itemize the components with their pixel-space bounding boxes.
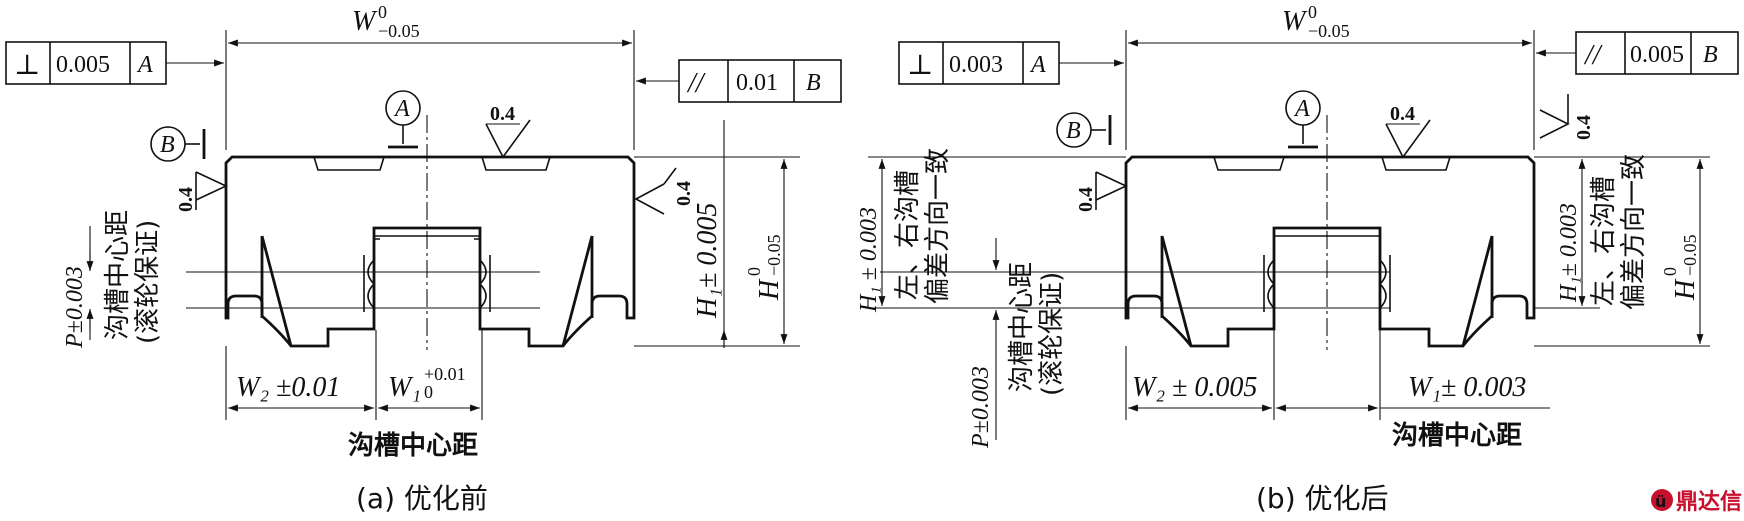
perp-datum-a: A xyxy=(136,52,153,78)
groove-b xyxy=(1267,259,1387,309)
datum-b-symbol-a: B xyxy=(150,126,206,162)
h1-left-ext-b xyxy=(868,156,1126,309)
h-ext-a xyxy=(634,156,800,347)
parallel-symbol-b: // xyxy=(1583,40,1603,71)
deviation-note-left-line1-b: 左、右沟槽 xyxy=(893,170,923,300)
part-outline-b xyxy=(1124,155,1536,348)
deviation-note-left-line2-b: 偏差方向一致 xyxy=(923,148,953,304)
groove-line-a xyxy=(186,271,540,309)
h1-left-label-b: H₁ ± 0.003 xyxy=(856,207,882,313)
roughness-left-a: 0.4 xyxy=(175,171,228,212)
h-upper-b: 0 xyxy=(1660,267,1680,276)
groove-wall-a xyxy=(363,255,491,312)
taper-a xyxy=(260,235,594,347)
w-bottom-ext-a xyxy=(225,330,483,420)
w-symbol-a: W xyxy=(352,6,378,37)
top-recess-b xyxy=(1213,156,1451,171)
datum-b-symbol-b: B xyxy=(1056,112,1112,148)
w-symbol-b: W xyxy=(1282,6,1308,37)
w-upper-b: 0 xyxy=(1308,2,1317,22)
w-ext-b xyxy=(1125,30,1535,150)
parallelism-frame-a: // 0.01 B xyxy=(636,59,842,103)
datum-a-label-a: A xyxy=(393,96,410,122)
h1-right-label-b: H₁± 0.003 xyxy=(1556,203,1582,303)
groove-a xyxy=(367,259,487,309)
roughness-top-a: 0.4 xyxy=(485,103,531,159)
svg-text:ü: ü xyxy=(1655,492,1666,511)
parallel-datum-a: B xyxy=(806,70,821,96)
datum-a-symbol-b: A xyxy=(1285,90,1321,149)
taper-b xyxy=(1160,235,1494,347)
perp-datum-b: A xyxy=(1029,52,1046,78)
side-wall-b xyxy=(1160,236,1494,318)
h-upper-a: 0 xyxy=(744,267,764,276)
w2-label-b: W₂ ± 0.005 xyxy=(1132,372,1257,403)
p-label-a: P±0.003 xyxy=(62,266,88,349)
parallel-symbol-a: // xyxy=(686,68,706,99)
watermark-logo: ü 鼎达信 xyxy=(1651,489,1742,515)
w-upper-a: 0 xyxy=(378,2,387,22)
part-outline-a xyxy=(224,155,636,348)
panel-a: W 0 −0.05 ⊥ 0.005 A // 0.01 B A xyxy=(5,2,842,515)
roughness-top-b: 0.4 xyxy=(1385,103,1431,159)
center-label-b: 沟槽中心距 xyxy=(1392,421,1522,451)
roughness-left-value-b: 0.4 xyxy=(1075,187,1097,212)
w2-label-a: W₂ ±0.01 xyxy=(236,372,340,403)
w-lower-b: −0.05 xyxy=(1308,21,1350,41)
roughness-left-b: 0.4 xyxy=(1075,171,1128,212)
parallel-tolerance-b: 0.005 xyxy=(1630,42,1684,68)
top-recess-a xyxy=(313,156,551,171)
w-lower-a: −0.05 xyxy=(378,21,420,41)
center-label-a: 沟槽中心距 xyxy=(348,431,478,461)
deviation-note-right-line2-b: 偏差方向一致 xyxy=(1619,154,1649,310)
perpendicularity-frame-a: ⊥ 0.005 A xyxy=(5,41,224,85)
roughness-right-a: 0.4 xyxy=(634,167,695,215)
w-bottom-ext-b xyxy=(1125,330,1381,420)
roughness-right-b: 0.4 xyxy=(1539,94,1595,140)
parallelism-frame-b: // 0.005 B xyxy=(1536,31,1739,75)
groove-wall-b xyxy=(1263,255,1391,312)
roughness-right-value-a: 0.4 xyxy=(673,181,695,206)
w1-upper-a: +0.01 xyxy=(424,364,466,384)
w1-lower-a: 0 xyxy=(424,382,433,402)
caption-a: (a) 优化前 xyxy=(356,482,488,515)
roughness-left-value-a: 0.4 xyxy=(175,187,197,212)
caption-b: (b) 优化后 xyxy=(1256,482,1389,515)
h1-label-a: H₁± 0.005 xyxy=(692,203,723,319)
h-ext-b xyxy=(1534,156,1710,347)
datum-a-label-b: A xyxy=(1293,96,1310,122)
watermark-text: 鼎达信 xyxy=(1676,489,1742,515)
h-lower-b: −0.05 xyxy=(1680,234,1700,276)
datum-a-symbol-a: A xyxy=(385,90,421,149)
w1-label-b: W₁± 0.003 xyxy=(1408,372,1526,403)
p-label-b: P±0.003 xyxy=(968,366,994,449)
roughness-top-value-a: 0.4 xyxy=(490,103,515,125)
groove-note-line2-b: (滚轮保证) xyxy=(1037,272,1067,396)
deviation-note-right-line1-b: 左、右沟槽 xyxy=(1589,176,1619,306)
perp-tolerance-b: 0.003 xyxy=(949,52,1003,78)
h-symbol-b: H xyxy=(1670,278,1701,301)
groove-line-b xyxy=(880,271,1390,309)
parallel-datum-b: B xyxy=(1703,42,1718,68)
groove-note-line2-a: (滚轮保证) xyxy=(133,220,163,344)
groove-note-line1-a: 沟槽中心距 xyxy=(103,210,133,340)
groove-note-line1-b: 沟槽中心距 xyxy=(1007,262,1037,392)
perp-symbol-a: ⊥ xyxy=(14,50,40,81)
perpendicularity-frame-b: ⊥ 0.003 A xyxy=(898,41,1124,85)
roughness-right-value-b: 0.4 xyxy=(1573,115,1595,140)
panel-b: W 0 −0.05 ⊥ 0.003 A // 0.005 B A xyxy=(856,2,1739,515)
perp-tolerance-a: 0.005 xyxy=(56,52,110,78)
h-lower-a: −0.05 xyxy=(764,234,784,276)
h-symbol-a: H xyxy=(754,278,785,301)
roughness-top-value-b: 0.4 xyxy=(1390,103,1415,125)
parallel-tolerance-a: 0.01 xyxy=(736,70,778,96)
datum-b-label-b: B xyxy=(1066,118,1081,144)
perp-symbol-b: ⊥ xyxy=(907,50,933,81)
w1-symbol-a: W₁ xyxy=(388,372,421,403)
w-ext-a xyxy=(225,30,635,150)
side-wall-a xyxy=(260,236,594,318)
datum-b-label-a: B xyxy=(160,132,175,158)
